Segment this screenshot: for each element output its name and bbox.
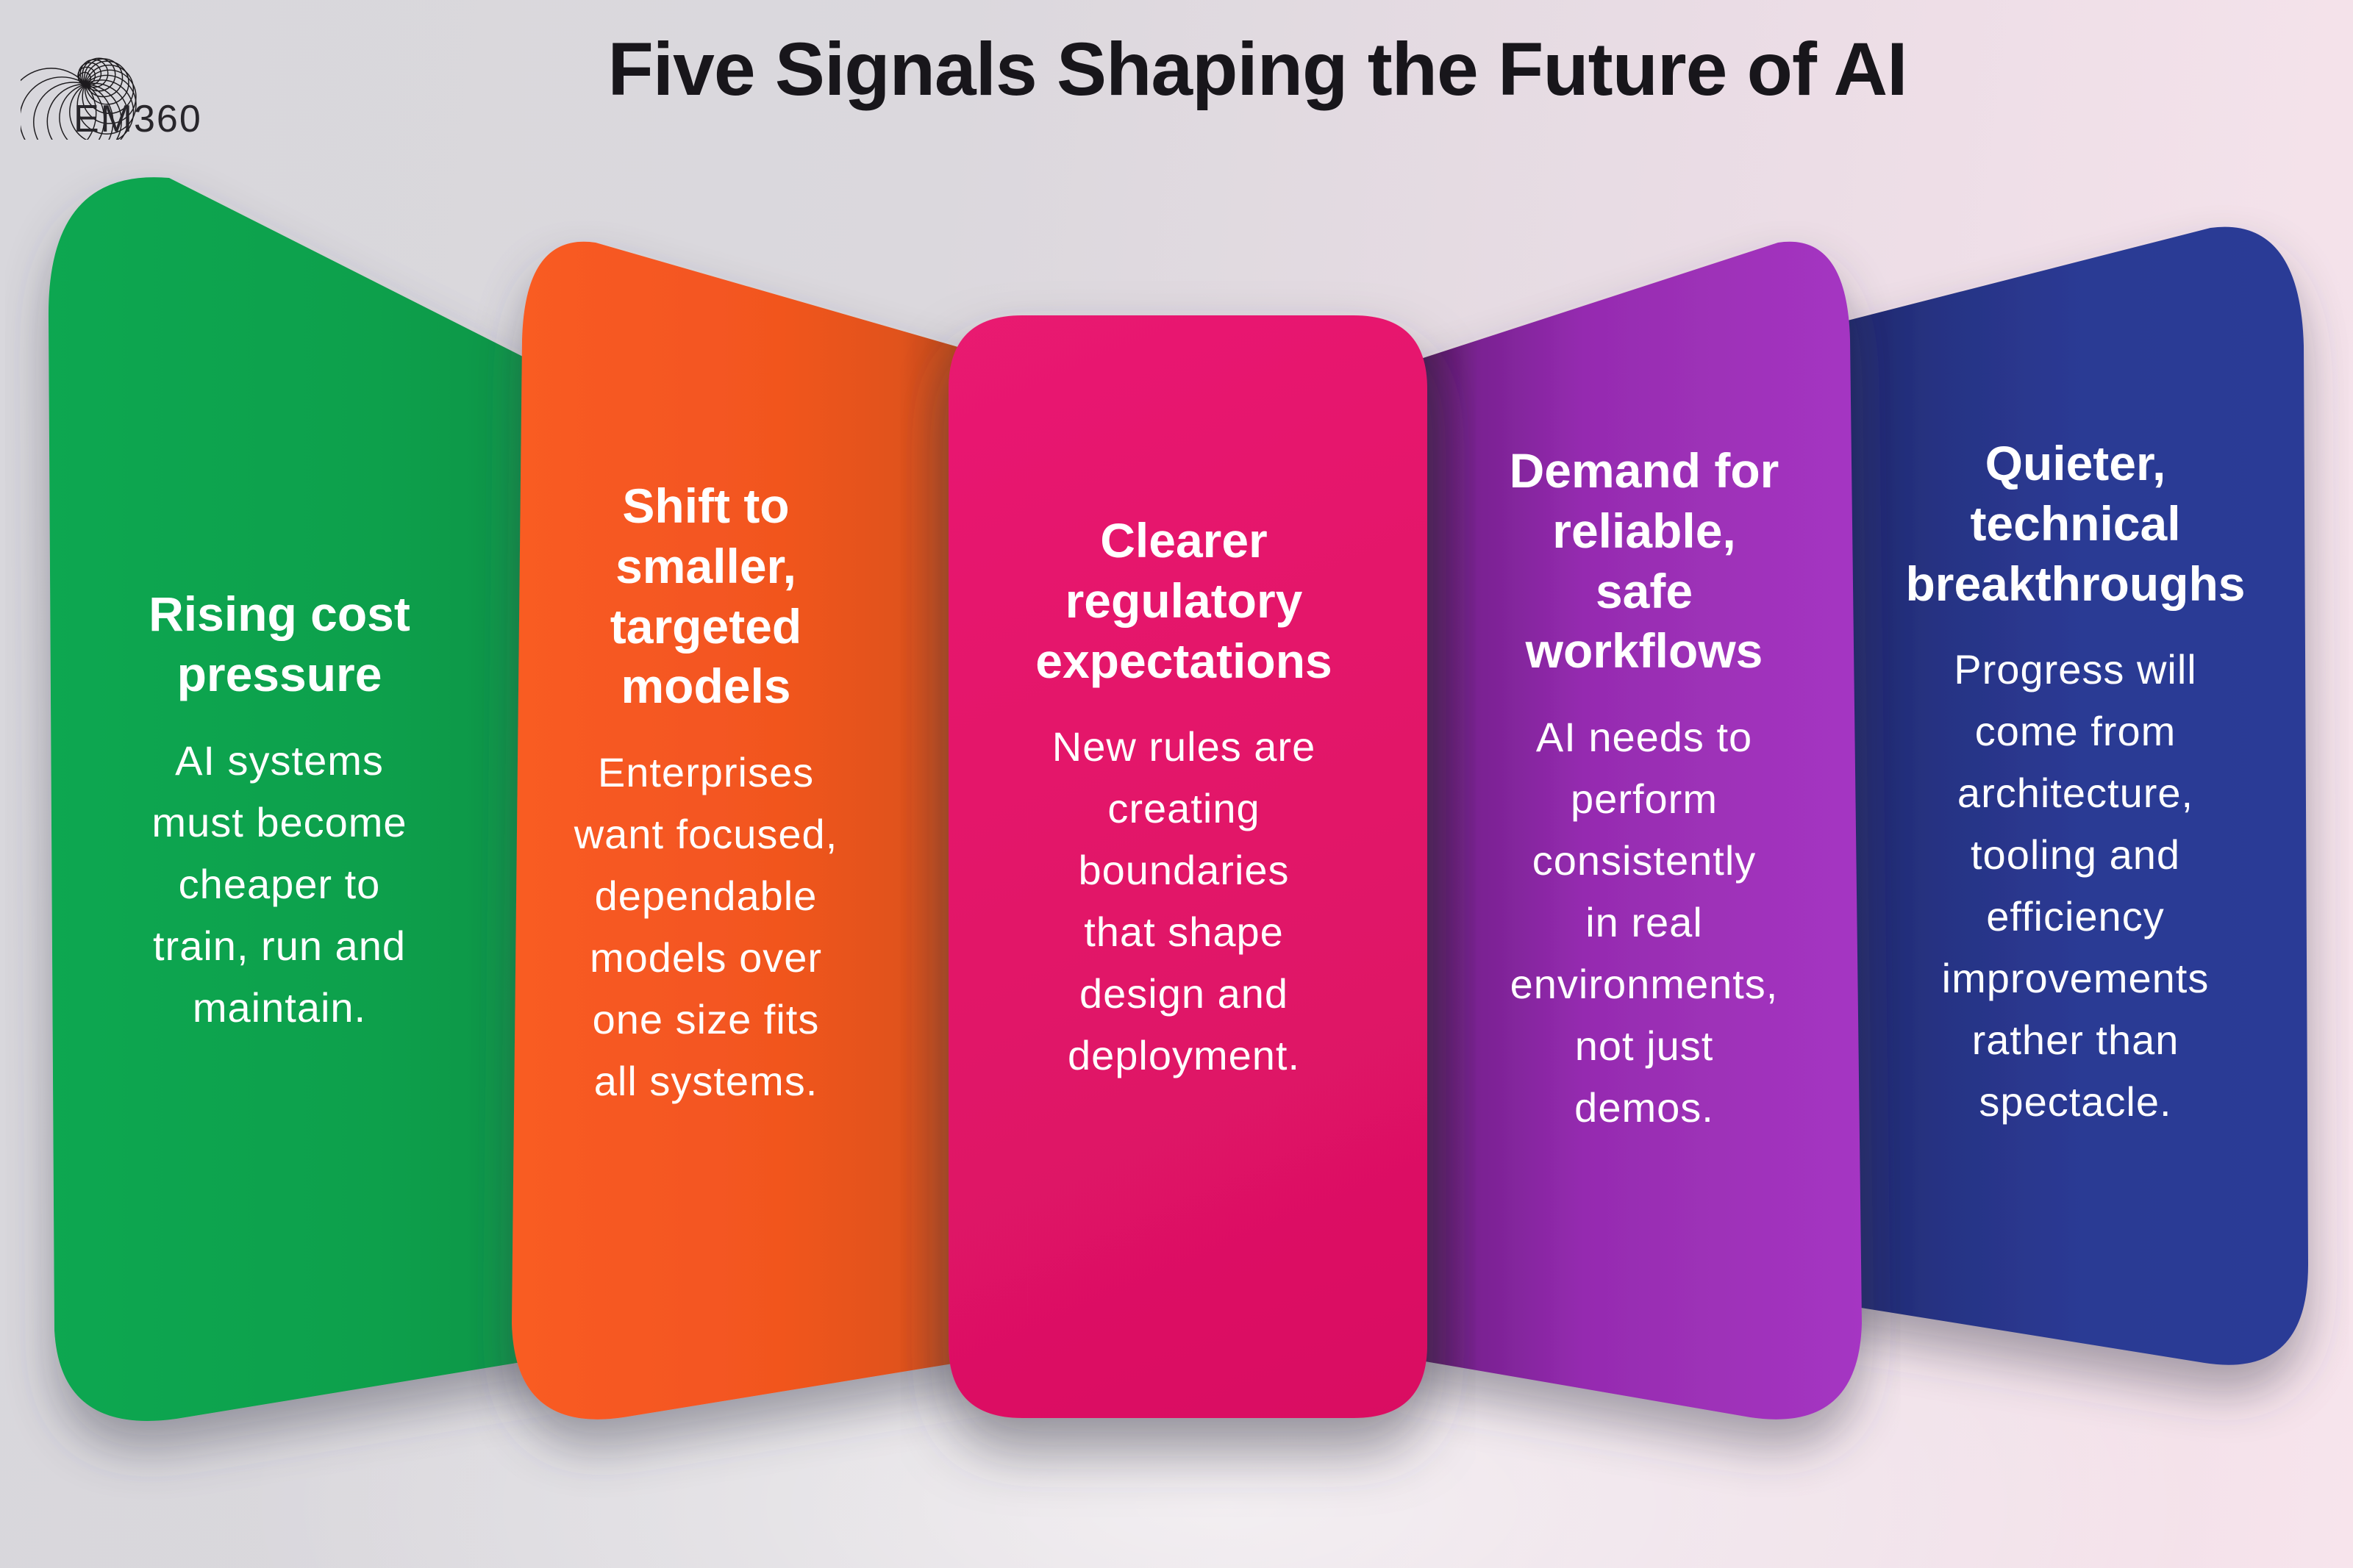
card-heading: Shift to smaller, targeted models — [610, 479, 802, 714]
card-body: New rules are creating boundaries that s… — [1051, 723, 1316, 1079]
em360-logo-text: EM360 — [74, 98, 202, 140]
card-heading: Demand for reliable, safe workflows — [1509, 443, 1779, 679]
card-shape-rising-cost — [48, 177, 588, 1421]
card-body: AI needs to perform consistently in real… — [1510, 714, 1779, 1131]
card-technical-breakthroughs: Quieter, technical breakthroughs Progres… — [1871, 434, 2279, 1133]
card-body: AI systems must become cheaper to train,… — [151, 737, 407, 1031]
header: EM360 Five Signals Shaping the Future of… — [0, 0, 2353, 169]
card-shape-safe-workflows — [1382, 241, 1862, 1420]
card-shape-regulatory-expectations — [949, 315, 1427, 1418]
card-rising-cost: Rising cost pressure AI systems must bec… — [70, 584, 489, 1039]
card-body: Progress will come from architecture, to… — [1941, 646, 2210, 1125]
card-shape-technical-breakthroughs — [1802, 226, 2309, 1365]
em360-logo: EM360 — [21, 10, 241, 157]
page-title: Five Signals Shaping the Future of AI — [607, 27, 1907, 111]
card-safe-workflows: Demand for reliable, safe workflows AI n… — [1443, 441, 1846, 1139]
card-shape-targeted-models — [512, 241, 1029, 1420]
em360-logo-mark — [21, 57, 137, 140]
card-regulatory-expectations: Clearer regulatory expectations New rule… — [971, 511, 1397, 1086]
card-heading: Rising cost pressure — [149, 587, 410, 701]
card-body: Enterprises want focused, dependable mod… — [574, 749, 838, 1105]
card-heading: Quieter, technical breakthroughs — [1905, 436, 2246, 611]
card-targeted-models: Shift to smaller, targeted models Enterp… — [515, 476, 897, 1112]
card-heading: Clearer regulatory expectations — [1035, 513, 1332, 688]
